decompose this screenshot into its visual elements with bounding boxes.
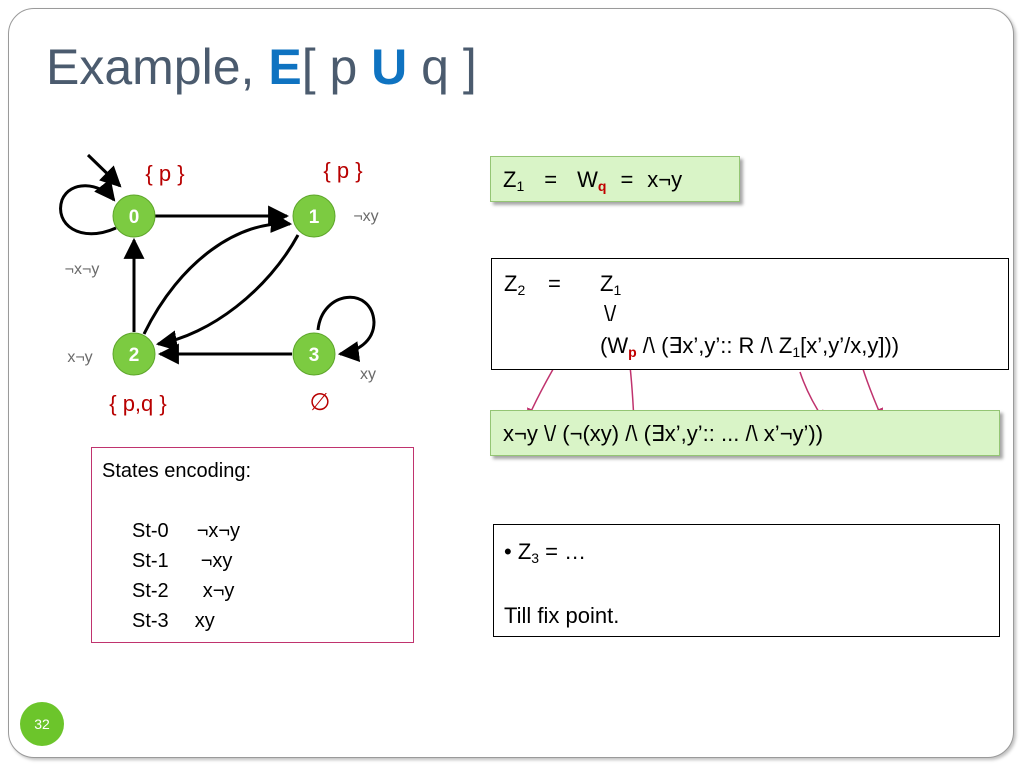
initial-arrow bbox=[86, 153, 122, 188]
node-1-encoding: ¬xy bbox=[353, 208, 378, 225]
state-row-0: St-0 ¬x¬y bbox=[132, 520, 240, 543]
z2-lhs: Z bbox=[504, 271, 518, 296]
z2-line-1: Z2 bbox=[504, 271, 525, 297]
node-3: 3 bbox=[292, 332, 336, 376]
node-1-props: { p } bbox=[323, 158, 362, 183]
z2-z-inner-sub: 1 bbox=[792, 344, 801, 360]
node-2-label: 2 bbox=[129, 345, 140, 366]
state-row-name: St-1 bbox=[132, 550, 169, 572]
title-prefix: Example, bbox=[46, 39, 269, 95]
z2-or: \/ bbox=[604, 301, 617, 326]
state-row-code: x¬y bbox=[202, 580, 235, 602]
z1-w-sub: q bbox=[597, 178, 607, 194]
states-heading: States encoding: bbox=[102, 460, 251, 482]
z1-rhs: x¬y bbox=[647, 167, 683, 192]
z3-rest: = … bbox=[539, 539, 587, 564]
node-2-encoding: x¬y bbox=[67, 349, 92, 366]
z1-lhs: Z bbox=[503, 167, 517, 192]
z3-lhs-sub: 3 bbox=[531, 550, 540, 566]
z2-z1: Z1 bbox=[600, 271, 621, 297]
edge-2-1 bbox=[142, 212, 293, 335]
z3-line: • Z3 = … bbox=[504, 539, 586, 565]
node-0-label: 0 bbox=[129, 207, 140, 228]
title-bracket-open: [ p bbox=[301, 39, 372, 95]
z2-equation-box: Z2 = Z1 \/ (Wp /\ (∃x’,y’:: R /\ Z1[x’,y… bbox=[491, 258, 1009, 370]
node-0-encoding: ¬x¬y bbox=[65, 261, 100, 278]
state-row-code: ¬x¬y bbox=[196, 520, 241, 542]
state-row-3: St-3 xy bbox=[132, 610, 215, 633]
node-1: 1 bbox=[292, 194, 336, 238]
bullet-icon: • bbox=[504, 539, 512, 564]
node-1-label: 1 bbox=[309, 207, 320, 228]
z2-and-exists: /\ (∃x’,y’:: R /\ Z bbox=[636, 333, 793, 358]
z1-equation: Z1 = Wq = x¬y bbox=[503, 167, 682, 193]
title-bracket-close: q ] bbox=[407, 39, 477, 95]
z1-lhs-sub: 1 bbox=[516, 178, 525, 194]
edge-0-0 bbox=[59, 178, 117, 236]
state-row-code: ¬xy bbox=[200, 550, 233, 572]
states-encoding-box: States encoding: St-0 ¬x¬y St-1 ¬xy St-2 x¬… bbox=[91, 447, 414, 643]
page-number-badge: 32 bbox=[20, 702, 64, 746]
z3-footer: Till fix point. bbox=[504, 603, 620, 628]
node-0: 0 bbox=[112, 194, 156, 238]
node-2: 2 bbox=[112, 332, 156, 376]
z1-eq2: = bbox=[620, 167, 634, 192]
state-row-name: St-0 bbox=[132, 520, 169, 542]
z2-tail: [x’,y’/x,y])) bbox=[800, 333, 900, 358]
state-row-name: St-2 bbox=[132, 580, 169, 602]
state-row-code: xy bbox=[194, 610, 215, 632]
z2-eq: = bbox=[548, 271, 561, 296]
z1-w: W bbox=[577, 167, 598, 192]
node-3-encoding: xy bbox=[360, 366, 376, 383]
title-e-operator: E bbox=[268, 39, 302, 95]
node-3-label: 3 bbox=[309, 345, 320, 366]
z3-lhs: Z bbox=[511, 539, 532, 564]
z2-lhs-sub: 2 bbox=[517, 282, 526, 298]
title-u-operator: U bbox=[371, 39, 408, 95]
z2-w-open: (W bbox=[600, 333, 629, 358]
result-expression-box: x¬y \/ (¬(xy) /\ (∃x’,y’:: ... /\ x’¬y’)… bbox=[490, 410, 1000, 456]
state-row-name: St-3 bbox=[132, 610, 169, 632]
edge-3-3 bbox=[316, 296, 376, 363]
z2-w-sub: p bbox=[628, 344, 637, 360]
z3-box: • Z3 = … Till fix point. bbox=[493, 524, 1000, 637]
state-row-2: St-2 x¬y bbox=[132, 580, 234, 603]
z1-equation-box: Z1 = Wq = x¬y bbox=[490, 156, 740, 202]
state-row-1: St-1 ¬xy bbox=[132, 550, 232, 573]
slide-title: Example, E[ p U q ] bbox=[46, 42, 477, 92]
edge-1-2 bbox=[155, 234, 300, 352]
z1-eq: = bbox=[544, 167, 558, 192]
node-2-props: { p,q } bbox=[109, 391, 167, 416]
z2-z: Z bbox=[600, 271, 614, 296]
z2-line-3: (Wp /\ (∃x’,y’:: R /\ Z1[x’,y’/x,y])) bbox=[600, 333, 899, 359]
z2-z-sub: 1 bbox=[613, 282, 622, 298]
result-expression: x¬y \/ (¬(xy) /\ (∃x’,y’:: ... /\ x’¬y’)… bbox=[503, 421, 824, 446]
node-3-props: ∅ bbox=[310, 389, 331, 416]
node-0-props: { p } bbox=[145, 161, 184, 186]
